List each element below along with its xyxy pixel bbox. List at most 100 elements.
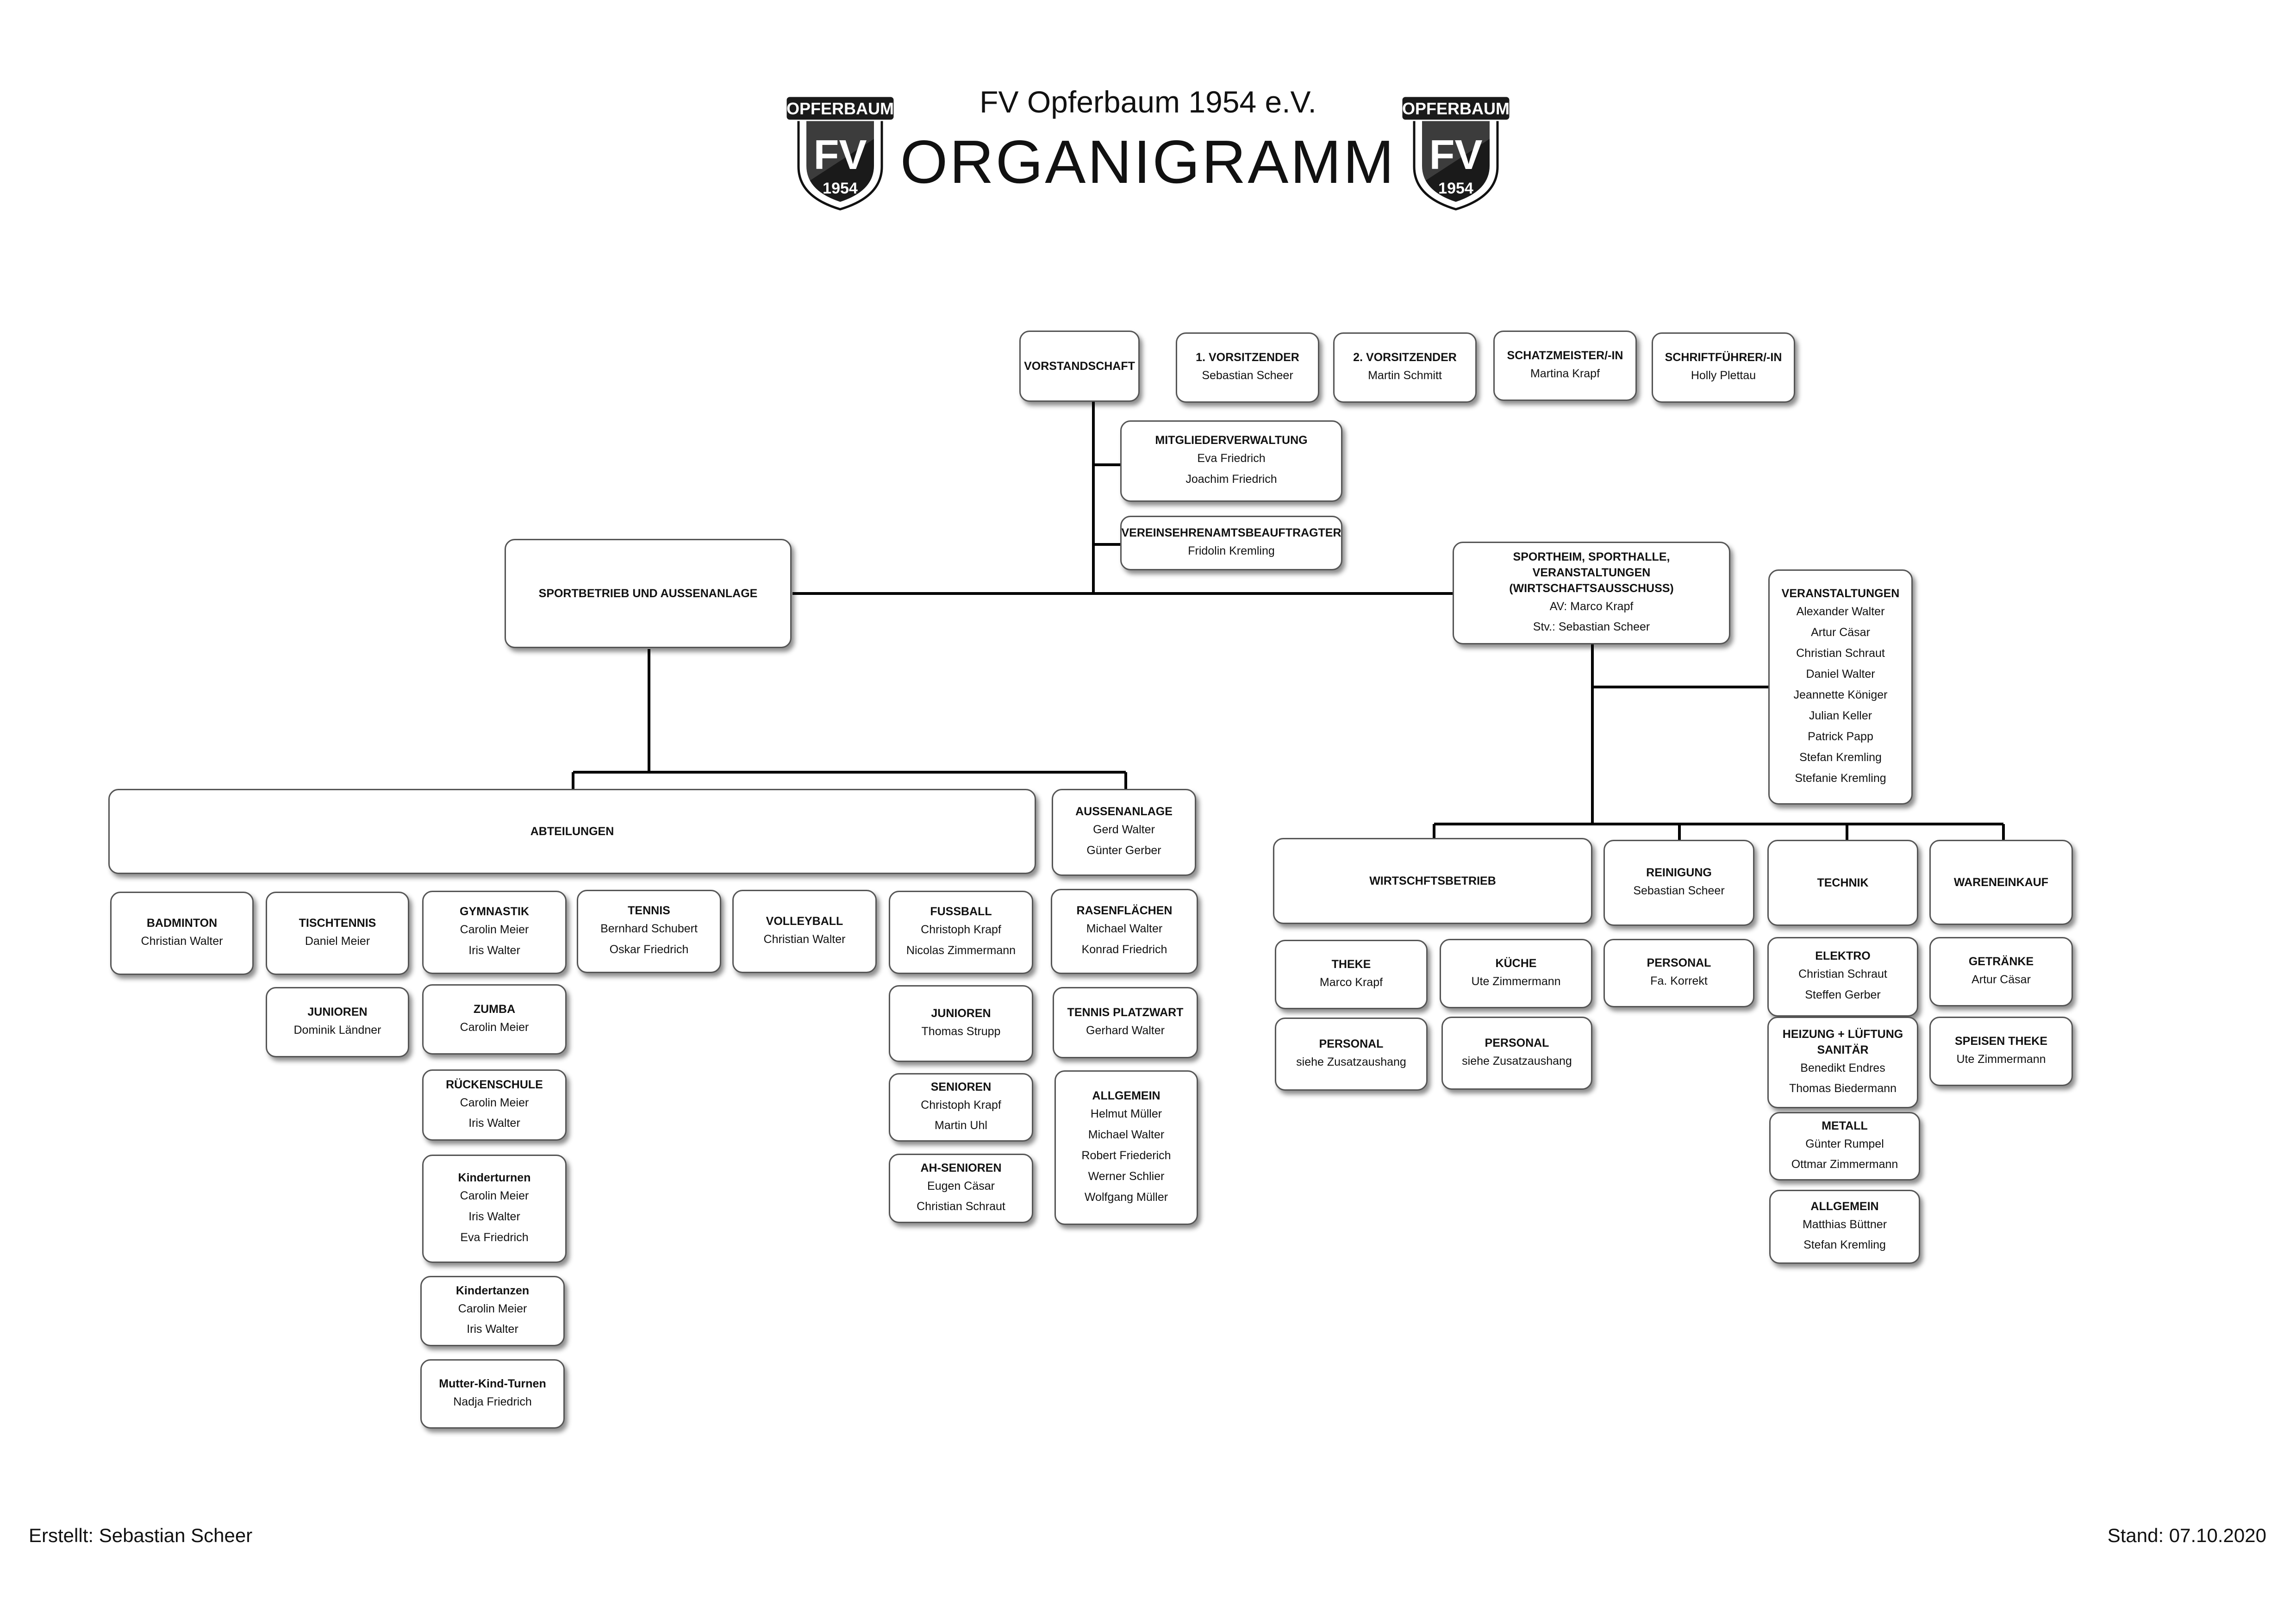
page-title: ORGANIGRAMM	[900, 128, 1396, 196]
person-name: Christian Schraut	[1796, 646, 1885, 660]
box-title: TENNIS	[628, 904, 670, 917]
box-title: VERANSTALTUNGEN	[1532, 566, 1651, 579]
box-title: GYMNASTIK	[460, 905, 529, 918]
box-title: AH-SENIOREN	[920, 1162, 1002, 1174]
box-allgemein-technik: ALLGEMEIN Matthias Büttner Stefan Kremli…	[1769, 1190, 1920, 1264]
logo-banner-text: OPFERBAUM	[786, 99, 894, 118]
box-chair2: 2. VORSITZENDER Martin Schmitt	[1333, 332, 1477, 403]
box-metall: METALL Günter Rumpel Ottmar Zimmermann	[1769, 1112, 1920, 1181]
logo-inner	[1422, 120, 1490, 202]
logo-banner-text: OPFERBAUM	[1402, 99, 1510, 118]
box-personal-theke: PERSONAL siehe Zusatzaushang	[1275, 1018, 1428, 1091]
box-heizung: HEIZUNG + LÜFTUNG SANITÄR Benedikt Endre…	[1767, 1017, 1918, 1108]
box-tt-junioren: JUNIOREN Dominik Ländner	[266, 987, 409, 1057]
logo-inner	[806, 120, 874, 202]
person-name: Martina Krapf	[1530, 367, 1600, 380]
person-name: Joachim Friedrich	[1185, 473, 1277, 486]
box-wirtschaftsbetrieb: WIRTSCHFTSBETRIEB	[1273, 838, 1592, 924]
person-name: Alexander Walter	[1796, 605, 1885, 618]
person-name: Robert Friederich	[1081, 1149, 1171, 1162]
person-name: Christian Walter	[141, 934, 223, 948]
person-name: Carolin Meier	[460, 1189, 529, 1202]
box-title: (WIRTSCHAFTSAUSSCHUSS)	[1509, 582, 1674, 595]
box-title: 2. VORSITZENDER	[1353, 350, 1457, 364]
box-senioren: SENIOREN Christoph Krapf Martin Uhl	[889, 1073, 1033, 1142]
box-title: VOLLEYBALL	[766, 914, 843, 928]
person-name: Iris Walter	[468, 944, 520, 957]
box-title: METALL	[1822, 1119, 1868, 1132]
club-logo-right: OPFERBAUM FV 1954	[1401, 95, 1511, 211]
logo-diagonal	[806, 120, 874, 183]
box-reinigung: REINIGUNG Sebastian Scheer	[1603, 840, 1754, 926]
box-title: ALLGEMEIN	[1810, 1200, 1879, 1213]
person-name: Fridolin Kremling	[1188, 544, 1275, 557]
logo-year: 1954	[1438, 180, 1473, 197]
person-name: Helmut Müller	[1090, 1107, 1162, 1120]
person-name: Wolfgang Müller	[1084, 1190, 1168, 1204]
person-name: Carolin Meier	[458, 1302, 527, 1315]
person-name: Thomas Strupp	[921, 1024, 1001, 1038]
box-title: TISCHTENNIS	[299, 916, 376, 930]
box-title: MITGLIEDERVERWALTUNG	[1155, 434, 1308, 447]
box-fb-junioren: JUNIOREN Thomas Strupp	[889, 985, 1033, 1062]
box-title: SCHATZMEISTER/-IN	[1507, 349, 1623, 362]
box-vorstandschaft: VORSTANDSCHAFT	[1019, 331, 1140, 402]
footer-date: Stand: 07.10.2020	[2107, 1524, 2266, 1546]
person-name: Christian Walter	[763, 932, 846, 946]
person-name: Iris Walter	[467, 1323, 518, 1336]
box-rueckenschule: RÜCKENSCHULE Carolin Meier Iris Walter	[422, 1069, 567, 1141]
box-title: ALLGEMEIN	[1092, 1089, 1160, 1102]
box-title: PERSONAL	[1647, 956, 1711, 969]
person-name: Ute Zimmermann	[1956, 1052, 2046, 1066]
box-title: JUNIOREN	[307, 1005, 368, 1018]
person-name: Stv.: Sebastian Scheer	[1533, 620, 1650, 633]
person-name: Carolin Meier	[460, 1020, 529, 1034]
box-title: KÜCHE	[1495, 956, 1537, 970]
person-name: Martin Schmitt	[1368, 369, 1442, 382]
logo-diagonal	[1422, 120, 1490, 183]
box-title: Kindertanzen	[455, 1284, 530, 1297]
box-title: SANITÄR	[1817, 1043, 1869, 1056]
box-title: PERSONAL	[1485, 1036, 1549, 1049]
person-name: Iris Walter	[468, 1210, 520, 1223]
person-name: Nicolas Zimmermann	[906, 944, 1016, 957]
box-tennis-platzwart: TENNIS PLATZWART Gerhard Walter	[1053, 987, 1198, 1058]
person-name: Christoph Krapf	[921, 923, 1001, 936]
box-badminton: BADMINTON Christian Walter	[110, 892, 254, 975]
box-secretary: SCHRIFTFÜHRER/-IN Holly Plettau	[1652, 332, 1795, 403]
box-gymnastik: GYMNASTIK Carolin Meier Iris Walter	[422, 891, 567, 974]
box-getraenke: GETRÄNKE Artur Cäsar	[1929, 937, 2073, 1006]
person-name: Patrick Papp	[1808, 730, 1873, 743]
person-name: Marco Krapf	[1319, 975, 1383, 989]
person-name: Carolin Meier	[460, 923, 529, 936]
person-name: Eugen Cäsar	[927, 1180, 995, 1193]
box-speisen-theke: SPEISEN THEKE Ute Zimmermann	[1929, 1017, 2073, 1086]
person-name: Julian Keller	[1809, 709, 1872, 722]
logo-year: 1954	[823, 180, 858, 197]
box-sportbetrieb: SPORTBETRIEB UND AUSSENANLAGE	[505, 539, 792, 648]
person-name: Gerd Walter	[1093, 823, 1155, 836]
box-title: WIRTSCHFTSBETRIEB	[1369, 874, 1496, 887]
logo-letters: FV	[813, 132, 867, 178]
box-rasenflaechen: RASENFLÄCHEN Michael Walter Konrad Fried…	[1051, 889, 1198, 974]
box-title: RASENFLÄCHEN	[1076, 904, 1173, 917]
box-title: BADMINTON	[146, 916, 218, 930]
box-title: ZUMBA	[473, 1002, 516, 1016]
logo-banner	[785, 95, 895, 121]
person-name: Gerhard Walter	[1086, 1024, 1165, 1037]
box-ah-senioren: AH-SENIOREN Eugen Cäsar Christian Schrau…	[889, 1154, 1033, 1223]
logo-letters: FV	[1429, 132, 1482, 178]
person-name: Oskar Friedrich	[609, 943, 689, 956]
person-name: Michael Walter	[1088, 1128, 1165, 1141]
logo-banner	[1401, 95, 1511, 121]
box-title: 1. VORSITZENDER	[1196, 350, 1299, 364]
person-name: Konrad Friedrich	[1081, 943, 1167, 956]
box-volunteer: VEREINSEHRENAMTSBEAUFTRAGTER Fridolin Kr…	[1120, 516, 1342, 570]
club-name: FV Opferbaum 1954 e.V.	[980, 85, 1316, 119]
box-title: SCHRIFTFÜHRER/-IN	[1665, 350, 1782, 364]
footer-created: Erstellt: Sebastian Scheer	[29, 1524, 253, 1546]
person-name: Eva Friedrich	[1197, 452, 1266, 465]
person-name: Steffen Gerber	[1805, 988, 1881, 1001]
box-allgemein-sport: ALLGEMEIN Helmut Müller Michael Walter R…	[1054, 1070, 1198, 1225]
